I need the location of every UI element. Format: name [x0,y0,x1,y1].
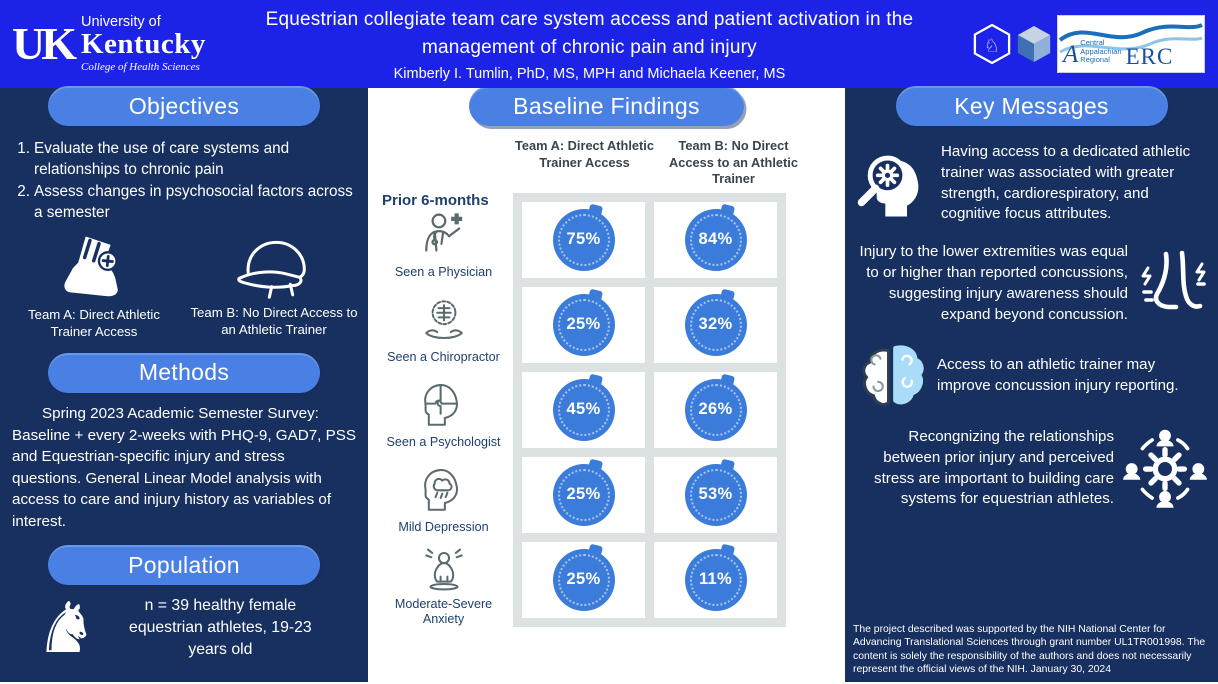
erc-word-regional: Regional [1080,54,1110,64]
brain-two-tone-icon [862,345,924,406]
cell-chiropractor-team-b: 32% [654,286,777,363]
objective-item: 1. Evaluate the use of care systems and … [17,140,290,179]
team-b-column-header: Team B: No Direct Access to an Athletic … [669,138,798,187]
key-message-concussion-reporting: Access to an athletic trainer may improv… [855,343,1208,409]
erc-acronym: ERC [1125,43,1174,69]
equestrian-hexagon-logo-icon: ♘ [973,23,1011,65]
cell-chiropractor-team-a: 25% [522,286,645,363]
objectives-heading: Objectives [48,86,320,126]
jumping-horse-icon: ♞ [35,587,98,670]
key-message-care-systems: Recongnizing the relationships between p… [855,426,1208,512]
objectives-list: 1. Evaluate the use of care systems and … [10,138,360,224]
cell-depression-team-b: 53% [654,456,777,533]
erc-word-appalachian: Appalachian [1080,46,1122,56]
methods-text: Spring 2023 Academic Semester Survey: Ba… [12,404,356,530]
left-column: Objectives 1. Evaluate the use of care s… [0,86,368,682]
erc-big-a: A [1063,41,1079,69]
psychologist-puzzle-head-icon [423,383,458,426]
population-heading: Population [48,545,320,586]
donut-chart: 25% [552,543,615,611]
donut-chart: 11% [684,543,747,611]
baseline-findings-heading: Baseline Findings [469,86,744,126]
key-messages-panel: Key Messages Having access to a dedicate… [845,86,1218,682]
baseline-findings-panel: Baseline Findings Team A: Direct Athleti… [368,86,845,682]
donut-chart: 32% [684,288,747,356]
row-label-anxiety: Moderate-Severe Anxiety [374,542,513,627]
donut-chart: 25% [552,458,615,526]
row-label-psychologist: Seen a Psychologist [374,372,513,457]
cube-logo-icon [1017,26,1051,62]
donut-chart: 84% [684,203,747,271]
equestrian-helmet-icon [237,240,306,299]
depression-rain-head-icon [423,468,458,511]
cell-psychologist-team-b: 26% [654,371,777,448]
key-message-trainer-access: Having access to a dedicated athletic tr… [855,142,1208,225]
kentucky-text: Kentucky [81,28,206,61]
team-legend: Team A: Direct Athletic Trainer Access T… [4,234,364,340]
college-text: College of Health Sciences [81,61,200,74]
key-messages-heading: Key Messages [895,86,1168,126]
cell-physician-team-a: 75% [522,201,645,278]
care-network-icon [1123,429,1207,508]
uk-monogram: UK [12,18,77,70]
findings-column-headers: Team A: Direct Athletic Trainer Access T… [515,138,803,188]
cell-physician-team-b: 84% [654,201,777,278]
ankle-brace-boot-icon [64,236,118,296]
poster-header: UK University of Kentucky College of Hea… [0,0,1218,88]
nih-disclaimer: The project described was supported by t… [853,623,1206,676]
findings-table: Seen a Physician Seen a Chiropractor [368,192,845,627]
team-b-label: Team B: No Direct Access to an Athletic … [190,304,358,337]
row-label-depression: Mild Depression [374,457,513,542]
period-label: Prior 6-months [382,192,489,209]
poster-title: Equestrian collegiate team care system a… [265,9,914,58]
anxiety-person-icon [424,548,463,591]
donut-chart: 25% [552,288,615,356]
methods-heading: Methods [48,352,320,393]
donut-grid: 75% 84% 25% 32% 45% 26% 25% 53% 25% 11% [513,192,786,627]
erc-waves-icon [1058,23,1203,54]
row-label-chiropractor: Seen a Chiropractor [374,287,513,372]
donut-chart: 26% [684,373,747,441]
poster-authors: Kimberly I. Tumlin, PhD, MS, MPH and Mic… [393,65,786,82]
population-text: n = 39 healthy female equestrian athlete… [129,597,312,659]
row-label-physician: Seen a Physician [374,202,513,287]
team-a-figure: Team A: Direct Athletic Trainer Access [10,234,178,340]
donut-chart: 45% [552,373,615,441]
team-a-label: Team A: Direct Athletic Trainer Access [28,306,160,339]
team-b-figure: Team B: No Direct Access to an Athletic … [190,234,358,338]
head-magnifier-gear-icon [857,155,919,217]
donut-chart: 53% [684,458,747,526]
university-of-kentucky-logo: UK University of Kentucky College of Hea… [0,15,206,74]
svg-text:♘: ♘ [984,36,1000,57]
chiropractor-spine-hand-icon [424,299,463,339]
cell-anxiety-team-a: 25% [522,541,645,618]
objective-item: 2. Assess changes in psychosocial factor… [17,182,353,222]
key-message-lower-extremities: Injury to the lower extremities was equa… [855,242,1208,325]
cell-depression-team-a: 25% [522,456,645,533]
physician-icon [424,213,462,252]
cell-psychologist-team-a: 45% [522,371,645,448]
team-a-column-header: Team A: Direct Athletic Trainer Access [515,138,654,170]
university-of-text: University of [81,13,161,30]
erc-word-central: Central [1080,38,1105,48]
donut-chart: 75% [552,203,615,271]
legs-pain-icon [1141,250,1206,310]
cell-anxiety-team-b: 11% [654,541,777,618]
central-appalachian-regional-erc-logo: A Central Appalachian Regional ERC [1057,15,1205,73]
